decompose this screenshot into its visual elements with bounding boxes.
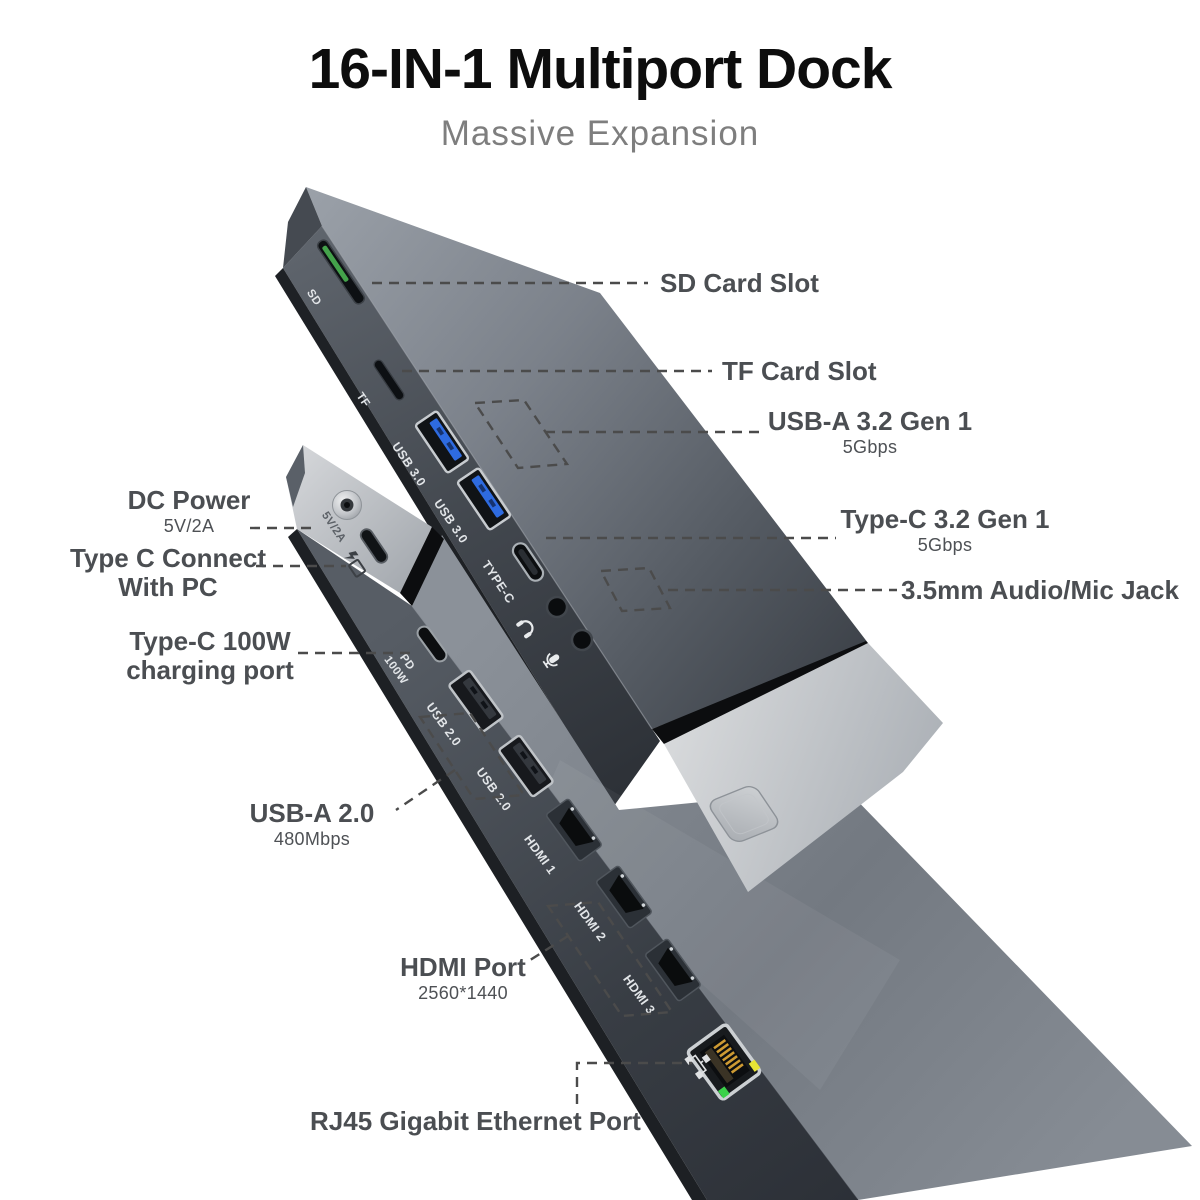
callout-line-hdmi (526, 934, 569, 964)
lower-dock-silver-end (286, 445, 432, 593)
upper-dock-edge-highlight (321, 225, 653, 730)
logo-button (709, 786, 779, 842)
callout-usb-a-20: USB-A 2.0 480Mbps (236, 798, 388, 850)
page-title: 16-IN-1 Multiport Dock (308, 37, 893, 101)
callout-hdmi: HDMI Port 2560*1440 (395, 952, 531, 1004)
upper-dock-top-face (306, 187, 868, 729)
page-subtitle: Massive Expansion (440, 114, 760, 153)
type-c-host-port (343, 528, 389, 578)
callout-usb-a-20-speed: 480Mbps (273, 829, 351, 850)
callout-bracket-hdmi (545, 900, 675, 1018)
callout-type-c-32-label: Type-C 3.2 Gen 1 (840, 504, 1050, 534)
callout-hdmi-resolution: 2560*1440 (418, 983, 508, 1004)
rj45-port (686, 1023, 762, 1101)
rj45-pins (713, 1038, 744, 1074)
callout-bracket-audio (599, 566, 672, 613)
callout-dc-power-label: DC Power (127, 485, 251, 515)
callout-audio: 3.5mm Audio/Mic Jack (901, 575, 1179, 605)
callout-usb-a-32-speed: 5Gbps (842, 437, 898, 458)
callout-hdmi-label: HDMI Port (400, 952, 526, 982)
callout-bracket-usb3 (472, 398, 570, 470)
callout-type-c-100w-label2: charging port (126, 655, 294, 686)
callout-rj45-label: RJ45 Gigabit Ethernet Port (310, 1106, 641, 1136)
lower-dock-top-face (412, 535, 1192, 1200)
callout-sd: SD Card Slot (660, 268, 819, 298)
callout-usb-a-32-label: USB-A 3.2 Gen 1 (767, 406, 973, 436)
callout-tf-label: TF Card Slot (722, 356, 877, 386)
lower-dock-seam (400, 527, 444, 606)
upper-dock-left-end-facet (283, 187, 322, 268)
dc-power-port (332, 490, 362, 520)
callout-usb-a-20-label: USB-A 2.0 (249, 798, 375, 828)
callout-tf: TF Card Slot (722, 356, 877, 386)
callout-dc-power-spec: 5V/2A (163, 516, 215, 537)
callout-type-c-pc: Type C Connect With PC (70, 543, 266, 603)
callout-line-usb2 (395, 769, 456, 811)
lower-dock-left-end-facet (286, 445, 305, 507)
callout-type-c-32-speed: 5Gbps (917, 535, 973, 556)
lower-dock-bottom-bevel (288, 529, 707, 1200)
callout-type-c-100w: Type-C 100W charging port (110, 626, 310, 686)
mic-icon (542, 652, 560, 669)
callout-audio-label: 3.5mm Audio/Mic Jack (901, 575, 1179, 605)
callout-line-rj45 (575, 1061, 692, 1104)
callout-usb-a-32: USB-A 3.2 Gen 1 5Gbps (765, 406, 975, 458)
callout-type-c-pc-label: Type C Connect (70, 543, 266, 573)
callout-sd-label: SD Card Slot (660, 268, 819, 298)
callout-rj45: RJ45 Gigabit Ethernet Port (310, 1106, 641, 1136)
headphone-icon (516, 620, 534, 639)
callout-type-c-pc-label2: With PC (118, 572, 218, 603)
headphone-jack (516, 595, 569, 639)
callout-dc-power: DC Power 5V/2A (108, 485, 270, 537)
callout-type-c-32: Type-C 3.2 Gen 1 5Gbps (840, 504, 1050, 556)
lower-dock-top-sheen (530, 760, 900, 1090)
callout-type-c-100w-label: Type-C 100W (129, 626, 291, 656)
mic-jack (542, 628, 594, 669)
laptop-charge-icon (343, 551, 366, 578)
